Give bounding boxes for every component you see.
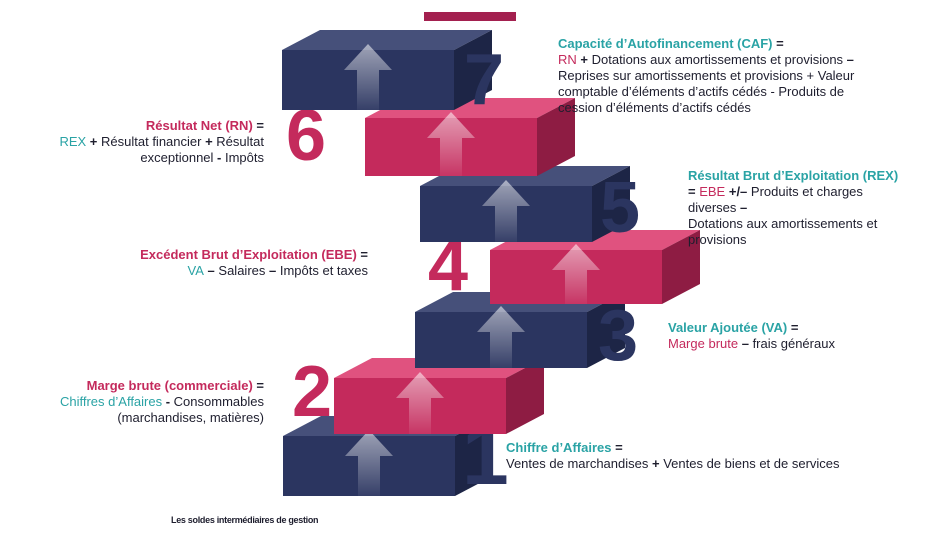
step-5-number: 5 [600,168,640,248]
step-5-text: Résultat Brut d’Exploitation (REX) = EBE… [688,168,899,247]
step-5-title: Résultat Brut d’Exploitation (REX) [688,168,899,183]
step-6-title: Résultat Net (RN) [145,118,253,133]
step-5-side-face [592,166,630,242]
step-3-title: Valeur Ajoutée (VA) [668,320,788,335]
step-3-highlight: Marge brute [668,336,739,351]
step-7-highlight: RN [558,52,577,67]
step-7-title: Capacité d’Autofinancement (CAF) [558,36,773,51]
step-2-up-arrow-icon [396,372,444,434]
step-2-number: 2 [292,352,332,432]
step-7-up-arrow-icon [344,44,392,110]
step-3-text: Valeur Ajoutée (VA) = Marge brute – frai… [668,320,835,351]
step-4-up-arrow-icon [552,244,600,304]
step-4-title: Excédent Brut d’Exploitation (EBE) [140,247,357,262]
step-5-up-arrow-icon [482,180,530,242]
step-2-title: Marge brute (commerciale) [86,378,253,393]
step-2-side-face [506,358,544,434]
step-1-up-arrow-icon [345,430,393,496]
step-1-title: Chiffre d’Affaires [506,440,612,455]
step-7-number: 7 [464,40,504,120]
step-4-text: Excédent Brut d’Exploitation (EBE) = VA … [140,247,368,278]
step-1-side-face [455,416,493,496]
step-3-side-face [587,292,625,368]
step-3-number: 3 [598,296,638,376]
step-6-highlight: REX [59,134,87,149]
step-2-text: Marge brute (commerciale) = Chiffres d’A… [59,378,264,425]
step-6-text: Résultat Net (RN) = REX + Résultat finan… [59,118,264,165]
accent-bar [424,12,516,21]
step-2-highlight: Chiffres d’Affaires [59,394,163,409]
step-5-highlight: EBE [699,184,726,199]
step-7-top-face [282,30,492,50]
step-7-side-face [454,30,492,110]
step-6-up-arrow-icon [427,112,475,176]
step-6-side-face [537,98,575,176]
step-7-text: Capacité d’Autofinancement (CAF) = RN + … [558,36,855,115]
diagram-caption: Les soldes intermédiaires de gestion [171,515,319,525]
step-4-highlight: VA [187,263,204,278]
step-4-side-face [662,230,700,304]
step-3-up-arrow-icon [477,306,525,368]
step-1-text: Chiffre d’Affaires = Ventes de marchandi… [506,440,840,471]
